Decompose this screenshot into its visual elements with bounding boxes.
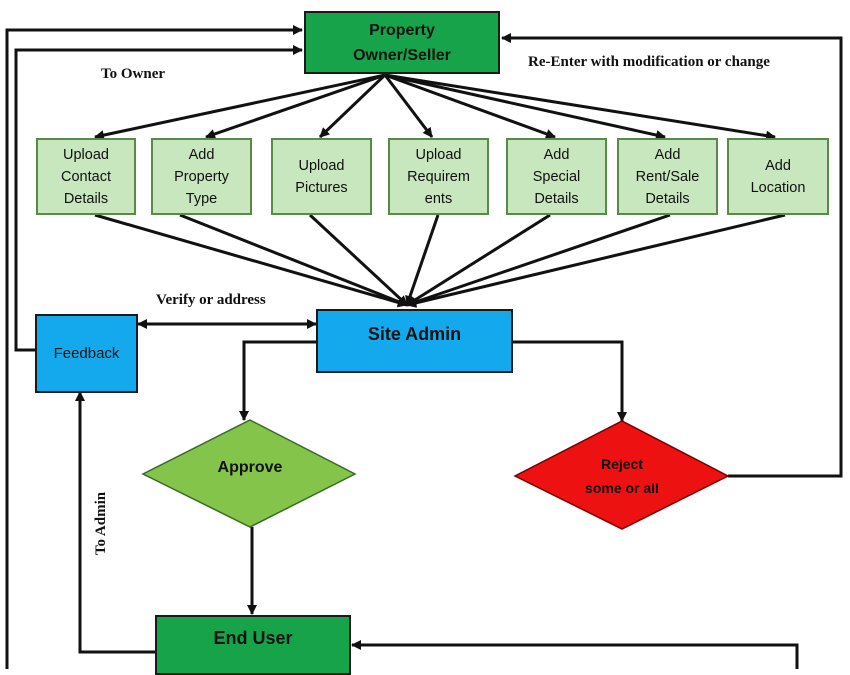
- upload-pictures-node: Upload Pictures: [271, 138, 372, 215]
- arrow-location-to-admin: [406, 213, 786, 308]
- feedback-node: Feedback: [35, 314, 138, 393]
- arrow-special-to-admin: [406, 213, 551, 307]
- arrow-owner-to-location: [384, 73, 776, 141]
- add-rent-sale-details-node: Add Rent/Sale Details: [617, 138, 718, 215]
- add-property-type-node: Add Property Type: [151, 138, 252, 215]
- arrow-rentsale-to-admin: [406, 213, 671, 307]
- property-owner-seller-node: Property Owner/Seller: [304, 11, 500, 74]
- arrow-contact-to-admin: [94, 213, 408, 308]
- verify-or-address-label: Verify or address: [156, 292, 266, 308]
- arrow-owner-to-special: [384, 73, 556, 139]
- end-user-node: End User: [155, 615, 351, 675]
- arrow-reject-to-owner: [501, 33, 843, 478]
- arrow-admin-to-approve: [239, 340, 316, 421]
- arrow-type-to-admin: [179, 213, 408, 307]
- arrow-owner-to-requirements: [383, 74, 434, 138]
- arrow-feedback-to-owner: [14, 45, 303, 352]
- arrow-requirements-to-admin: [405, 214, 440, 306]
- arrow-pictures-to-admin: [308, 213, 409, 307]
- upload-requirements-node: Upload Requirem ents: [388, 138, 489, 215]
- reject-diamond: [513, 420, 730, 530]
- to-admin-label: To Admin: [93, 491, 110, 556]
- add-special-details-node: Add Special Details: [506, 138, 607, 215]
- arrow-right-to-enduser: [351, 640, 799, 669]
- arrow-enduser-to-feedback: [75, 391, 155, 654]
- approve-diamond: [141, 419, 357, 528]
- arrow-owner-to-rentsale: [384, 73, 666, 140]
- arrow-owner-to-type: [205, 73, 386, 139]
- reject-label: Reject some or all: [585, 456, 659, 496]
- approve-label: Approve: [217, 459, 283, 476]
- upload-contact-details-node: Upload Contact Details: [36, 138, 136, 215]
- site-admin-node: Site Admin: [316, 309, 513, 373]
- re-enter-label: Re-Enter with modification or change: [528, 54, 770, 70]
- arrow-admin-to-reject: [513, 340, 627, 422]
- add-location-node: Add Location: [727, 138, 829, 215]
- arrow-owner-to-contact: [94, 73, 386, 141]
- to-owner-label: To Owner: [101, 66, 166, 82]
- arrow-outer-to-owner: [5, 25, 303, 669]
- arrow-owner-to-pictures: [318, 73, 387, 139]
